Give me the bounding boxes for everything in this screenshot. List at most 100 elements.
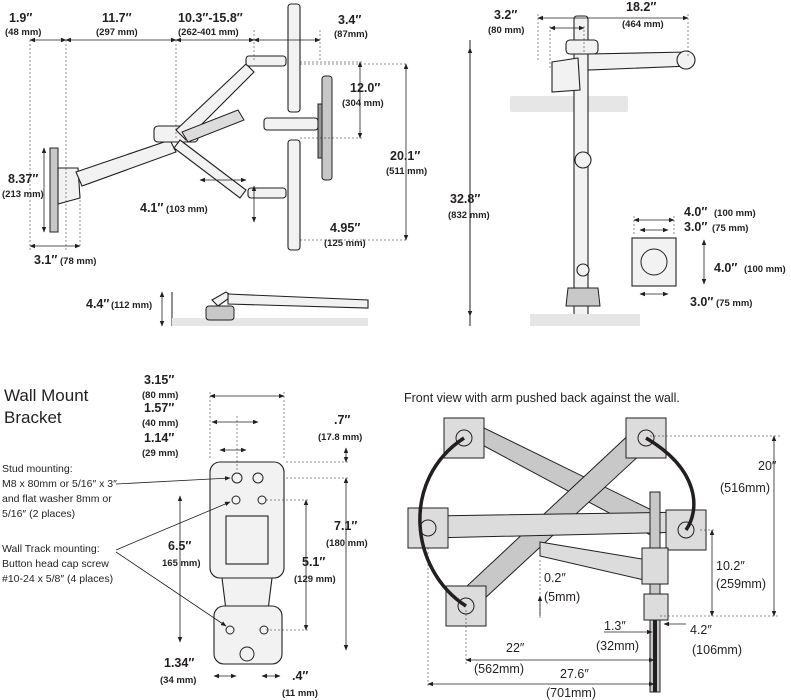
front-view-caption: Front view with arm pushed back against … — [404, 391, 680, 405]
bracket-neck — [221, 577, 273, 611]
dim-4-95: 4.95″ — [330, 221, 360, 235]
arm-end-pivot — [676, 50, 696, 70]
dim-6-5: 6.5″ — [168, 539, 191, 553]
dim-1-14-mm: (29 mm) — [142, 448, 178, 459]
dim-11-7-mm: (297 mm) — [96, 27, 138, 38]
vesa-4-0-side: 4.0″ — [714, 261, 737, 275]
top-arm — [227, 293, 369, 309]
vesa-plate — [631, 237, 677, 287]
upper-arm-lowered — [173, 139, 247, 199]
dim-4-4: 4.4″ — [86, 297, 109, 311]
tilt-head-mid — [263, 117, 319, 131]
dim-20-1-mm: (511 mm) — [386, 166, 427, 177]
bracket-lower-body — [213, 605, 283, 665]
stud-hole-left[interactable] — [231, 472, 243, 484]
front-view-panel: Front view with arm pushed back against … — [404, 391, 780, 700]
upper-arm-raised — [175, 63, 255, 141]
desk-surface — [510, 96, 628, 112]
front-wall-bracket-lower — [643, 593, 669, 621]
dim-32-8-mm: (832 mm) — [448, 210, 490, 221]
pole-top-cap — [565, 39, 599, 55]
vesa-hole — [640, 248, 668, 276]
base-desk — [530, 314, 640, 326]
vesa-square-left — [407, 507, 449, 549]
side-view-panel: 1.9″ (48 mm) 11.7″ (297 mm) 10.3″-15.8″ … — [2, 3, 427, 327]
dim-10-2-mm: (259mm) — [716, 577, 766, 591]
dim-18-2: 18.2″ — [626, 0, 656, 14]
dim-27-6: 27.6″ — [560, 667, 589, 681]
vesa-center-right — [677, 521, 695, 539]
dim-1-14: 1.14″ — [144, 431, 174, 445]
monitor-lowered — [287, 139, 301, 251]
wall-bracket — [57, 167, 81, 205]
dim-32-8: 32.8″ — [450, 192, 480, 206]
dim-1-57-mm: (40 mm) — [142, 418, 178, 429]
dim-7-1: 7.1″ — [334, 519, 357, 533]
wall-plate — [49, 147, 59, 233]
dim-8-37: 8.37″ — [8, 172, 38, 186]
monitor-raised — [287, 3, 301, 113]
track-hole-lower-left[interactable] — [225, 625, 235, 635]
bracket-title-line1: Wall Mount — [4, 386, 89, 405]
dim-0-2-mm: (5mm) — [544, 590, 580, 604]
vesa-3-0-top-mm: (75 mm) — [712, 223, 748, 234]
dim-3-15-mm: (80 mm) — [142, 390, 178, 401]
dim-10-3: 10.3″-15.8″ — [178, 11, 243, 25]
dim-10-3-mm: (262-401 mm) — [178, 27, 239, 38]
vesa-4-0-side-mm: (100 mm) — [744, 264, 786, 275]
upper-arm-level — [181, 109, 245, 143]
dim-0-7-mm: (17.8 mm) — [318, 432, 362, 443]
dim-11-7: 11.7″ — [102, 11, 132, 25]
dim-18-2-mm: (464 mm) — [622, 19, 664, 30]
dim-0-4: .4″ — [292, 669, 308, 683]
dim-1-34: 1.34″ — [164, 656, 194, 670]
stud-hole-right[interactable] — [252, 472, 264, 484]
dim-3-1: 3.1″ — [34, 253, 57, 267]
dim-7-1-mm: (180 mm) — [326, 538, 368, 549]
dim-12-0-mm: (304 mm) — [342, 98, 384, 109]
dim-3-15: 3.15″ — [144, 373, 174, 387]
dim-0-7: .7″ — [334, 413, 350, 427]
vesa-3-0-top: 3.0″ — [684, 220, 707, 234]
dim-4-1: 4.1″ — [140, 201, 163, 215]
vesa-center-top-left — [455, 429, 473, 447]
dim-5-1: 5.1″ — [302, 555, 325, 569]
bracket-center-window — [225, 515, 269, 565]
stud-note-line3: and flat washer 8mm or — [2, 493, 112, 505]
vesa-3-0-bottom-mm: (75 mm) — [716, 298, 752, 309]
bracket-pivot-hole — [239, 646, 255, 662]
stud-note-line2: M8 x 80mm or 5/16″ x 3″ — [2, 478, 117, 490]
dim-22: 22″ — [506, 641, 525, 655]
bracket-panel: Wall Mount Bracket 3.15″ — [2, 373, 368, 699]
tilt-head-bottom — [247, 187, 287, 199]
track-hole-upper-left[interactable] — [231, 495, 241, 505]
dim-8-37-mm: (213 mm) — [2, 189, 44, 200]
dim-20-1: 20.1″ — [390, 149, 420, 163]
arm-top-view — [587, 51, 691, 71]
track-note-line3: #10-24 x 5/8″ (4 places) — [2, 573, 113, 585]
dim-3-1-mm: (78 mm) — [60, 256, 96, 267]
dim-12-0: 12.0″ — [350, 81, 380, 95]
wall-track-slot — [653, 620, 657, 692]
pole-joint-upper — [574, 151, 592, 169]
stud-note-line4: 5/16″ (2 places) — [2, 508, 75, 520]
dim-3-2: 3.2″ — [494, 8, 517, 22]
desk-top-view — [172, 318, 368, 326]
travel-arc-left — [418, 436, 467, 608]
dim-3-4-mm: (87mm) — [334, 29, 368, 40]
vesa-4-0-top-mm: (100 mm) — [714, 208, 756, 219]
lower-arm — [75, 139, 177, 187]
desk-view-panel: 3.2″ (80 mm) 18.2″ (464 mm) 32.8″ (832 m… — [448, 0, 786, 326]
dim-20-mm: (516mm) — [720, 481, 770, 495]
dim-3-4: 3.4″ — [338, 13, 361, 27]
dim-27-6-mm: (701mm) — [546, 686, 596, 700]
front-wall-bracket — [641, 547, 669, 585]
dim-20: 20″ — [758, 459, 777, 473]
track-note-line2: Button head cap screw — [2, 558, 109, 570]
monitor-level — [321, 75, 333, 181]
top-clamp — [205, 305, 235, 321]
dim-1-34-mm: (34 mm) — [160, 675, 196, 686]
dim-1-57: 1.57″ — [144, 401, 174, 415]
dim-1-9: 1.9″ — [9, 11, 32, 25]
